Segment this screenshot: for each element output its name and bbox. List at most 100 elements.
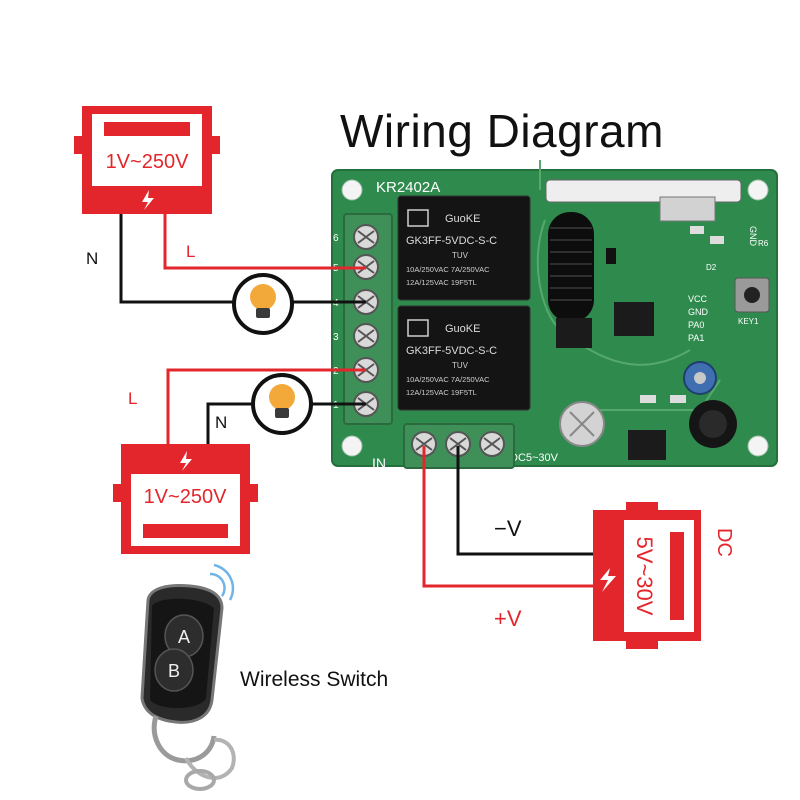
- capacitor-top: [569, 411, 595, 437]
- part-label: KEY1: [738, 317, 759, 326]
- crystal-oscillator: [659, 196, 716, 222]
- ac-supply-top: 1V~250V: [74, 106, 220, 214]
- ic-chip: [628, 430, 666, 460]
- board-dc-range-label: DC5~30V: [510, 452, 559, 464]
- supply-voltage-label: 1V~250V: [106, 151, 190, 173]
- supply-tab: [74, 136, 83, 154]
- mounting-hole: [747, 435, 769, 457]
- wire-top-live: [163, 200, 366, 270]
- top-neutral-label: N: [86, 249, 98, 268]
- screw-slot: [415, 437, 433, 451]
- relay-rating: 12A/125VAC 19F5TL: [406, 388, 477, 397]
- wire-dc-positive: [422, 446, 600, 588]
- smd-resistor: [640, 395, 656, 403]
- wire-dc-negative: [456, 446, 600, 556]
- lightning-icon: [600, 568, 616, 592]
- supply-tab: [113, 484, 122, 502]
- top-live-label: L: [186, 242, 195, 261]
- wire-bottom-live: [166, 368, 366, 445]
- signal-wave-icon: [209, 572, 226, 597]
- screw-slot: [357, 329, 375, 343]
- lamp-bottom: [251, 373, 313, 435]
- mounting-hole: [341, 179, 363, 201]
- remote-button-b[interactable]: [154, 648, 194, 692]
- remote-control: A B: [140, 563, 236, 791]
- power-terminal-label: GND: [450, 472, 471, 482]
- power-terminal-label: VCC: [412, 472, 432, 482]
- lightning-icon: [180, 451, 192, 471]
- supply-tab: [626, 502, 658, 511]
- bottom-neutral-label: N: [215, 413, 227, 432]
- relay-part-number: GK3FF-5VDC-S-C: [406, 345, 497, 357]
- relay-body: [397, 305, 531, 411]
- bulb-icon: [250, 284, 276, 310]
- ic-chip: [614, 302, 654, 336]
- pin-label: PA0: [688, 320, 704, 330]
- supply-bar: [670, 532, 684, 620]
- relay-logo: [407, 319, 429, 337]
- signal-wave-icon: [213, 563, 235, 601]
- wire-top-neutral: [119, 200, 233, 304]
- screw-slot: [357, 230, 375, 244]
- supply-bar: [143, 524, 228, 538]
- pin-label: GND: [688, 307, 709, 317]
- relay-cert: TUV: [452, 251, 469, 260]
- keyring-ring: [184, 769, 216, 791]
- dc-type-label: DC: [713, 528, 735, 557]
- pin-label: PA1: [688, 333, 704, 343]
- smd-resistor: [710, 236, 724, 244]
- part-label: D2: [706, 263, 717, 272]
- relay-brand: GuoKE: [445, 213, 480, 225]
- lamp-top: [232, 273, 294, 335]
- ac-supply-bottom: 1V~250V: [113, 444, 258, 554]
- supply-voltage-label: 5V~30V: [632, 537, 657, 616]
- board-model-label: KR2402A: [376, 179, 440, 196]
- terminal-number: 3: [333, 332, 339, 343]
- supply-tab: [211, 136, 220, 154]
- screw-slot: [483, 437, 501, 451]
- board-in-label: IN: [372, 455, 386, 471]
- part-label: D3: [540, 471, 551, 480]
- supply-tab: [249, 484, 258, 502]
- dc-positive-label: +V: [494, 606, 522, 631]
- terminal-number: 6: [333, 233, 339, 244]
- mounting-hole: [341, 435, 363, 457]
- inductor-core: [699, 410, 727, 438]
- remote-caption: Wireless Switch: [240, 668, 389, 691]
- smd-diode: [606, 248, 616, 264]
- dc-negative-label: −V: [494, 516, 522, 541]
- push-button-cap: [744, 287, 760, 303]
- board-gnd-label: GND: [748, 226, 758, 247]
- bottom-live-label: L: [128, 389, 137, 408]
- wires: [119, 200, 600, 588]
- relay-rating: 10A/250VAC 7A/250VAC: [406, 265, 490, 274]
- smd-resistor: [690, 226, 704, 234]
- relay-logo: [407, 209, 429, 227]
- wire-bottom-neutral: [206, 402, 252, 445]
- supply-bar: [104, 122, 190, 136]
- part-label: R6: [758, 239, 769, 248]
- relay-bottom: GuoKE GK3FF-5VDC-S-C TUV 10A/250VAC 7A/2…: [397, 305, 531, 411]
- relay-top: GuoKE GK3FF-5VDC-S-C TUV 10A/250VAC 7A/2…: [397, 195, 531, 301]
- relay-cert: TUV: [452, 361, 469, 370]
- supply-voltage-label: 1V~250V: [144, 486, 228, 508]
- button-a-label: A: [178, 627, 190, 647]
- relay-brand: GuoKE: [445, 323, 480, 335]
- antenna-coil-windings: [550, 227, 592, 301]
- capacitor-top: [694, 372, 706, 384]
- smd-resistor: [670, 395, 686, 403]
- relay-body: [397, 195, 531, 301]
- keyring-loop: [151, 715, 217, 764]
- relay-rating: 12A/125VAC 19F5TL: [406, 278, 477, 287]
- dc-supply: 5V~30V DC: [593, 502, 735, 649]
- diagram-title: Wiring Diagram: [340, 105, 664, 157]
- mounting-hole: [747, 179, 769, 201]
- bulb-base: [275, 408, 289, 418]
- supply-tab: [626, 640, 658, 649]
- relay-part-number: GK3FF-5VDC-S-C: [406, 235, 497, 247]
- ic-chip: [556, 318, 592, 348]
- screw-slot: [449, 437, 467, 451]
- relay-rating: 10A/250VAC 7A/250VAC: [406, 375, 490, 384]
